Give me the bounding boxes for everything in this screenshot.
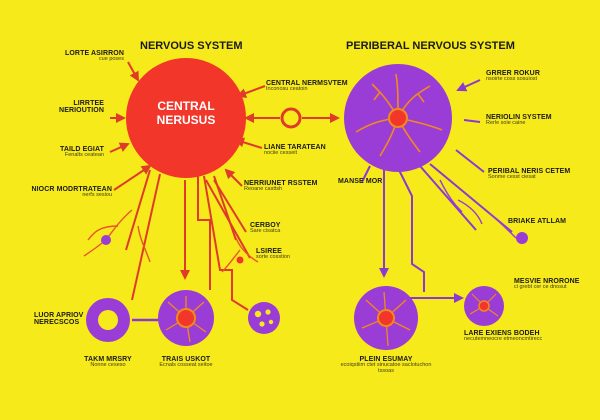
- label-m3: NERRIUNET RSSTEM Reoane casttsh: [244, 180, 318, 193]
- label-m5-title: LSIREE: [256, 248, 282, 255]
- label-l1-title: LORTE ASIRRON: [65, 50, 124, 57]
- label-m4: CERBOY Sare cisatca: [250, 222, 281, 235]
- label-l4-title: NIOCR MODRTRATEAN: [31, 186, 112, 193]
- label-m4-sub: Sare cisatca: [250, 228, 281, 235]
- label-m2-sub: nociie cesseit: [264, 150, 298, 157]
- label-m3-sub: Reoane casttsh: [244, 186, 283, 193]
- label-r3-sub: Sonme cesst ciesat: [488, 174, 536, 181]
- label-l4: NIOCR MODRTRATEAN nerfs sesiou: [31, 186, 112, 199]
- label-l4-sub: nerfs sesiou: [82, 192, 112, 199]
- label-r1-title: GRRER ROKUR: [486, 70, 540, 77]
- right-dendrites: [439, 179, 517, 239]
- label-l1-sub: cue poses: [98, 56, 124, 63]
- label-r6-sub: necutemneocre etmeoncmtirecc: [464, 336, 543, 343]
- label-r1: GRRER ROKUR nsoirte coss sosuiost: [486, 70, 540, 83]
- label-r5-title: MESVIE NRORONE: [514, 278, 580, 285]
- label-r8-title: PLEIN ESUMAY: [359, 356, 413, 363]
- label-r8: PLEIN ESUMAY ecoiqstiim ctet sinucatoe s…: [340, 356, 432, 375]
- central-circle-line2: NERUSUS: [156, 112, 216, 127]
- label-l5-title: LUOR APRIOV NERECSCOS: [34, 312, 84, 327]
- label-l1: LORTE ASIRRON cue poses: [65, 50, 124, 63]
- small-right-neuron-dendrites: [469, 293, 499, 317]
- label-r4-title: BRIAKE ATLLAM: [508, 218, 567, 225]
- heading-peripheral-nervous-system: PERIBERAL NERVOUS SYSTEM: [346, 40, 515, 52]
- vesicle-4: [268, 319, 274, 325]
- label-r2-sub: Rerle soie caine: [486, 120, 526, 127]
- label-r3-title: PERIBAL NERIS CETEM: [488, 168, 571, 175]
- label-r3: PERIBAL NERIS CETEM Sonme cesst ciesat: [488, 168, 570, 181]
- connector-ring: [280, 107, 302, 129]
- label-m5-sub: sorte cosstion: [256, 254, 290, 261]
- label-l2: LIRRTEE NERIOUTION: [44, 100, 104, 115]
- vesicle-3: [259, 321, 265, 327]
- label-r8-sub: ecoiqstiim ctet sinucatoe saclotuchon ts…: [340, 362, 432, 375]
- left-dendrites: [83, 209, 259, 273]
- bottom-cell-neuron-nucleus: [176, 308, 196, 328]
- central-circle-text: CENTRAL NERUSUS: [136, 99, 236, 128]
- label-r2-title: NERIOLIN SYSTEM: [486, 114, 552, 121]
- bottom-right-neuron-dendrites: [361, 291, 411, 347]
- heading-nervous-system: NERVOUS SYSTEM: [140, 40, 243, 52]
- left-small-neuron: [101, 235, 111, 245]
- central-nervous-circle: [126, 58, 246, 178]
- peripheral-nucleus: [388, 108, 408, 128]
- label-r7: MANSE MOR: [338, 178, 382, 185]
- vesicle-1: [254, 310, 262, 318]
- left-connectors: [109, 61, 340, 311]
- label-l3: TAILD EGIAT Fenalts ceatean: [60, 146, 104, 159]
- right-small-neuron: [516, 232, 528, 244]
- label-r5: MESVIE NRORONE ci grebt cer ce dnosut: [514, 278, 580, 291]
- label-r7-title: MANSE MOR: [338, 178, 383, 185]
- label-r6-title: LARE EXIENS BODEH: [464, 330, 540, 337]
- label-r5-sub: ci grebt cer ce dnosut: [514, 284, 567, 291]
- label-l5: LUOR APRIOV NERECSCOS: [34, 312, 90, 327]
- label-b1: TAKM MRSRY Nonne ceseso: [78, 356, 138, 369]
- label-r2: NERIOLIN SYSTEM Rerle soie caine: [486, 114, 552, 127]
- label-m1-sub: Inconosu ceatoin: [266, 86, 308, 93]
- label-m1: CENTRAL NERMSVTEM Inconosu ceatoin: [266, 80, 348, 93]
- label-r6: LARE EXIENS BODEH necutemneocre etmeoncm…: [464, 330, 542, 343]
- label-m2: LIANE TARATEAN nociie cesseit: [264, 144, 326, 157]
- label-m3-title: NERRIUNET RSSTEM: [244, 180, 318, 187]
- label-b2-sub: Ecnals cosseat seitoe: [159, 362, 213, 369]
- small-right-neuron-nucleus: [478, 300, 490, 312]
- label-b1-sub: Nonne ceseso: [90, 362, 126, 369]
- label-b2: TRAIS USKOT Ecnals cosseat seitoe: [146, 356, 226, 369]
- label-l3-sub: Fenalts ceatean: [64, 152, 104, 159]
- vesicle-2: [265, 309, 271, 315]
- label-l3-title: TAILD EGIAT: [59, 146, 104, 153]
- bottom-right-neuron-nucleus: [377, 309, 395, 327]
- label-b2-title: TRAIS USKOT: [161, 356, 211, 363]
- left-small-neuron-2: [236, 256, 244, 264]
- label-m4-title: CERBOY: [250, 222, 281, 229]
- label-r4: BRIAKE ATLLAM: [508, 218, 566, 225]
- label-l2-title: LIRRTEE NERIOUTION: [59, 100, 104, 115]
- label-b1-title: TAKM MRSRY: [84, 356, 132, 363]
- label-m2-title: LIANE TARATEAN: [264, 144, 326, 151]
- central-circle-line1: CENTRAL: [157, 99, 215, 113]
- bottom-cell-ring-hole: [98, 310, 118, 330]
- label-r1-sub: nsoirte coss sosuiost: [486, 76, 538, 83]
- bottom-cell-vesicles: [248, 302, 280, 334]
- label-m1-title: CENTRAL NERMSVTEM: [266, 80, 348, 87]
- bottom-cell-neuron-dendrites: [165, 296, 207, 343]
- label-m5: LSIREE sorte cosstion: [256, 248, 290, 261]
